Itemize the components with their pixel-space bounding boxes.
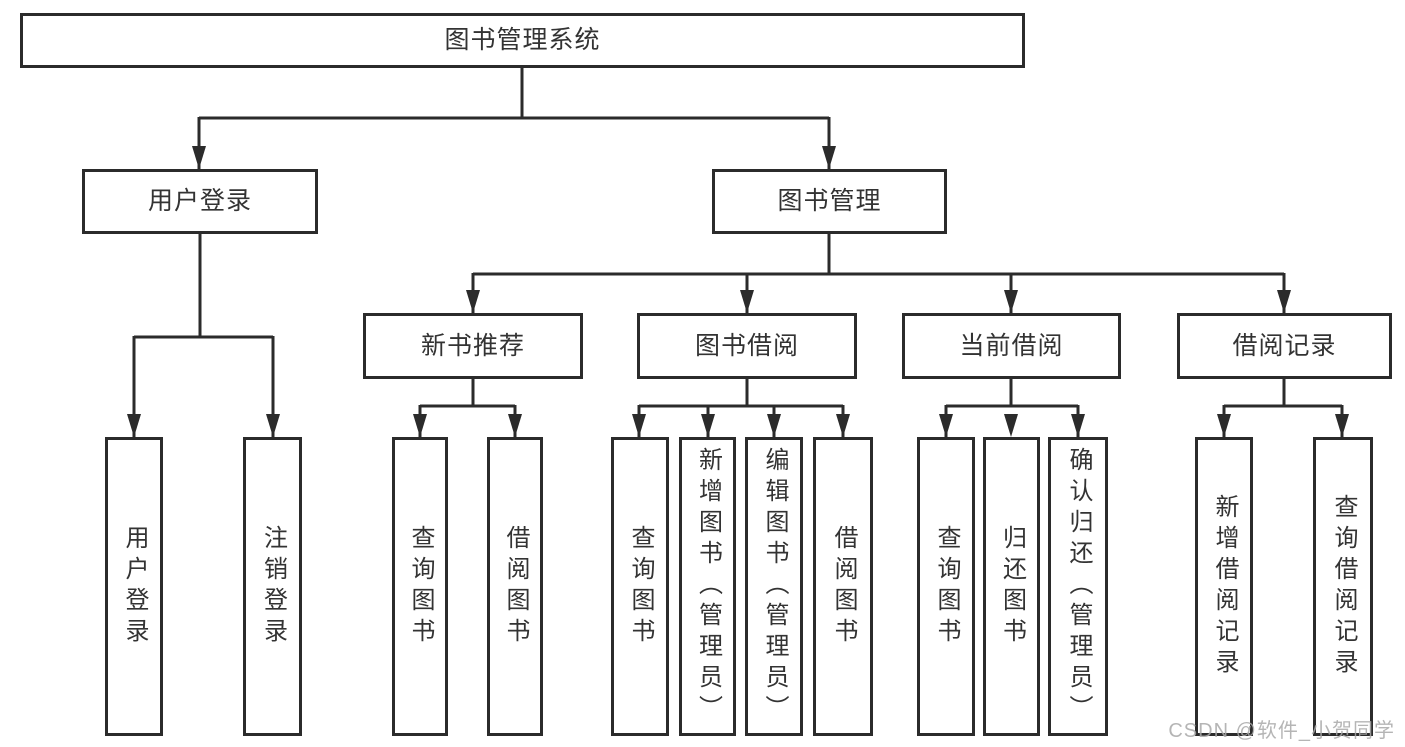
leaf-label: 查询借阅记录 [1330,493,1357,680]
node-leaf-query-books-1: 查询图书 [392,437,448,736]
node-user-login: 用户登录 [82,169,318,234]
node-book-management: 图书管理 [712,169,947,234]
leaf-label: 注销登录 [259,524,287,649]
leaf-label: 查询图书 [627,524,654,649]
leaf-label: 借阅图书 [830,524,857,649]
node-leaf-confirm-return-admin: 确认归还（管理员） [1048,437,1108,736]
node-leaf-logout: 注销登录 [243,437,302,736]
node-book-borrowing: 图书借阅 [637,313,857,379]
leaf-label: 新增图书（管理员） [694,447,722,726]
node-leaf-borrow-books-1: 借阅图书 [487,437,543,736]
watermark: CSDN @软件_小贺同学 [1168,720,1395,742]
leaf-label: 查询图书 [933,524,960,649]
node-borrowing-records: 借阅记录 [1177,313,1392,379]
leaf-label: 新增借阅记录 [1211,493,1238,680]
node-leaf-borrow-books-2: 借阅图书 [813,437,873,736]
leaf-label: 借阅图书 [502,524,529,649]
node-current-borrowing: 当前借阅 [902,313,1121,379]
leaf-label: 查询图书 [407,524,434,649]
node-leaf-add-books-admin: 新增图书（管理员） [679,437,736,736]
node-leaf-add-borrow-record: 新增借阅记录 [1195,437,1253,736]
node-leaf-query-books-3: 查询图书 [917,437,975,736]
node-leaf-query-borrow-record: 查询借阅记录 [1313,437,1373,736]
leaf-label: 归还图书 [998,524,1026,649]
leaf-label: 编辑图书（管理员） [761,447,788,726]
leaf-label: 用户登录 [121,524,148,649]
node-new-book-recommendation: 新书推荐 [363,313,583,379]
leaf-label: 确认归还（管理员） [1065,447,1092,726]
node-leaf-query-books-2: 查询图书 [611,437,669,736]
node-leaf-user-login: 用户登录 [105,437,163,736]
node-library-management-system: 图书管理系统 [20,13,1025,68]
node-leaf-edit-books-admin: 编辑图书（管理员） [745,437,803,736]
node-leaf-return-books: 归还图书 [983,437,1040,736]
